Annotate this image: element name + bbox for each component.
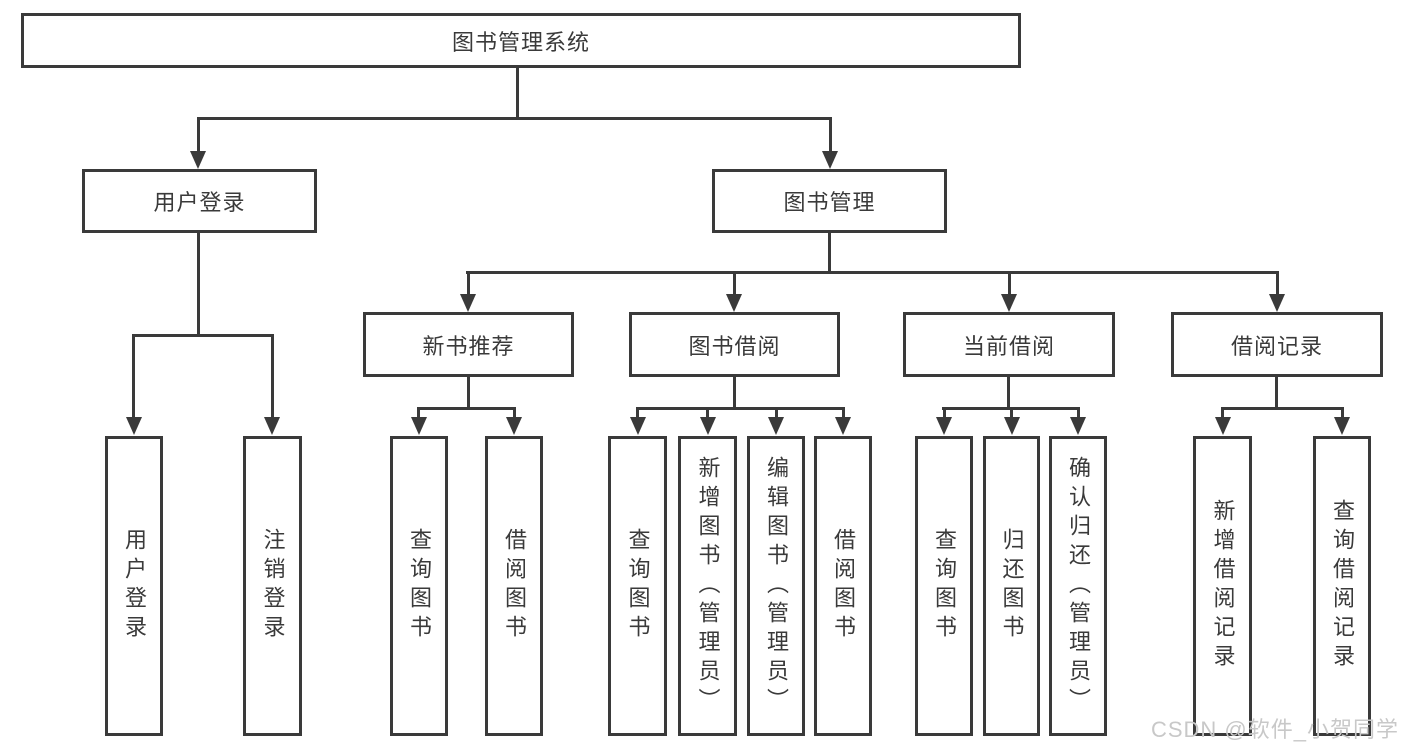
connector-bb-rail <box>636 407 845 410</box>
connector-root-stem <box>516 68 519 120</box>
leaf-cb-return-books-label: 归还图书 <box>999 528 1025 644</box>
leaf-bb-add-books-label: 新增图书（管理员） <box>695 455 721 717</box>
leaf-bb-query-books: 查询图书 <box>608 436 667 736</box>
connector-br-stem <box>1275 377 1278 410</box>
connector-userlogin-drop-2 <box>271 334 274 419</box>
leaf-bb-edit-books: 编辑图书（管理员） <box>747 436 805 736</box>
connector-cb-drop-2 <box>1010 407 1013 419</box>
connector-userlogin-drop-1 <box>132 334 135 419</box>
node-current-borrow: 当前借阅 <box>903 312 1115 377</box>
arrowhead-bb-borrow <box>835 417 851 435</box>
connector-bb-stem <box>733 377 736 410</box>
connector-cb-drop-3 <box>1077 407 1080 419</box>
connector-cb-drop-1 <box>943 407 946 419</box>
arrowhead-cb-confirm <box>1070 417 1086 435</box>
arrowhead-bb-edit <box>768 417 784 435</box>
connector-root-rail <box>197 117 832 120</box>
leaf-bb-add-books: 新增图书（管理员） <box>678 436 737 736</box>
node-borrow-record-label: 借阅记录 <box>1230 333 1323 359</box>
arrowhead-br-query <box>1334 417 1350 435</box>
arrowhead-br-add <box>1215 417 1231 435</box>
node-new-book-recommend: 新书推荐 <box>363 312 574 377</box>
arrowhead-nbr-borrow <box>506 417 522 435</box>
arrowhead-book-management <box>822 151 838 169</box>
node-book-borrow: 图书借阅 <box>629 312 840 377</box>
leaf-cb-query-books: 查询图书 <box>915 436 973 736</box>
connector-root-drop-right <box>829 117 832 153</box>
node-book-borrow-label: 图书借阅 <box>688 333 781 359</box>
arrowhead-bb-add <box>700 417 716 435</box>
arrowhead-borrow-record <box>1269 294 1285 312</box>
connector-userlogin-stem <box>197 233 200 337</box>
leaf-user-login-label: 用户登录 <box>122 528 147 644</box>
connector-bb-drop-3 <box>775 407 778 419</box>
node-user-login: 用户登录 <box>82 169 317 233</box>
connector-userlogin-rail <box>132 334 274 337</box>
leaf-nbr-query-books: 查询图书 <box>390 436 448 736</box>
arrowhead-nbr-query <box>411 417 427 435</box>
connector-nbr-rail <box>417 407 516 410</box>
arrowhead-cb-query <box>936 417 952 435</box>
arrowhead-current-borrow <box>1001 294 1017 312</box>
leaf-logout-label: 注销登录 <box>260 528 286 644</box>
arrowhead-book-borrow <box>726 294 742 312</box>
node-root-label: 图书管理系统 <box>451 29 590 55</box>
leaf-logout: 注销登录 <box>243 436 302 736</box>
connector-cb-stem <box>1007 377 1010 410</box>
node-new-book-recommend-label: 新书推荐 <box>422 333 515 359</box>
connector-nbr-drop-2 <box>513 407 516 419</box>
leaf-nbr-borrow-books-label: 借阅图书 <box>502 528 527 644</box>
connector-bookmgmt-stem <box>828 233 831 274</box>
arrowhead-leaf-user-login <box>126 417 142 435</box>
leaf-br-query-record-label: 查询借阅记录 <box>1330 499 1355 673</box>
leaf-br-query-record: 查询借阅记录 <box>1313 436 1371 736</box>
arrowhead-bb-query <box>630 417 646 435</box>
node-current-borrow-label: 当前借阅 <box>962 333 1055 359</box>
node-book-management: 图书管理 <box>712 169 947 233</box>
connector-bookmgmt-drop-1 <box>467 271 470 296</box>
leaf-nbr-borrow-books: 借阅图书 <box>485 436 543 736</box>
leaf-cb-confirm-return-label: 确认归还（管理员） <box>1066 455 1091 717</box>
leaf-user-login: 用户登录 <box>105 436 163 736</box>
leaf-cb-query-books-label: 查询图书 <box>932 528 957 644</box>
arrowhead-leaf-logout <box>264 417 280 435</box>
arrowhead-new-book-recommend <box>460 294 476 312</box>
connector-bb-drop-2 <box>706 407 709 419</box>
node-book-management-label: 图书管理 <box>783 190 876 215</box>
leaf-cb-confirm-return: 确认归还（管理员） <box>1049 436 1107 736</box>
connector-bookmgmt-drop-2 <box>733 271 736 296</box>
node-root: 图书管理系统 <box>21 13 1021 68</box>
connector-bookmgmt-drop-4 <box>1276 271 1279 296</box>
leaf-bb-borrow-books: 借阅图书 <box>814 436 872 736</box>
arrowhead-cb-return <box>1004 417 1020 435</box>
node-user-login-label: 用户登录 <box>153 190 246 215</box>
leaf-bb-query-books-label: 查询图书 <box>625 528 651 644</box>
leaf-br-add-record: 新增借阅记录 <box>1193 436 1252 736</box>
connector-br-rail <box>1221 407 1343 410</box>
connector-br-drop-1 <box>1221 407 1224 419</box>
leaf-nbr-query-books-label: 查询图书 <box>407 528 432 644</box>
csdn-watermark: CSDN @软件_小贺同学 <box>1150 717 1399 742</box>
connector-br-drop-2 <box>1341 407 1344 419</box>
leaf-bb-edit-books-label: 编辑图书（管理员） <box>764 455 789 717</box>
arrowhead-user-login <box>190 151 206 169</box>
connector-bb-drop-1 <box>636 407 639 419</box>
connector-nbr-drop-1 <box>417 407 420 419</box>
leaf-bb-borrow-books-label: 借阅图书 <box>831 528 856 644</box>
connector-nbr-stem <box>467 377 470 410</box>
connector-bb-drop-4 <box>842 407 845 419</box>
connector-root-drop-left <box>197 117 200 153</box>
leaf-cb-return-books: 归还图书 <box>983 436 1040 736</box>
connector-bookmgmt-rail <box>466 271 1278 274</box>
connector-bookmgmt-drop-3 <box>1008 271 1011 296</box>
leaf-br-add-record-label: 新增借阅记录 <box>1210 499 1236 673</box>
node-borrow-record: 借阅记录 <box>1171 312 1383 377</box>
